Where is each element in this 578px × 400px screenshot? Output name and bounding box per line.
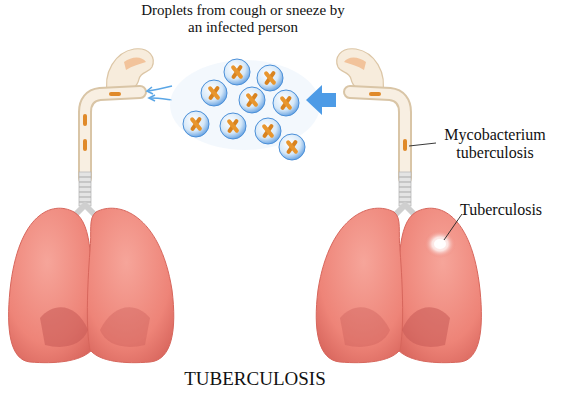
droplet-cloud: [170, 59, 320, 160]
tuberculosis-lesion: [424, 230, 456, 258]
infected-respiratory-system: [316, 49, 481, 363]
disease-label: Tuberculosis: [460, 201, 570, 219]
exhale-arrow: [306, 85, 336, 115]
leader-lines: [409, 143, 462, 240]
pathogen-label: Mycobacterium tuberculosis: [433, 126, 557, 163]
healthy-respiratory-system: [9, 49, 174, 363]
caption: TUBERCULOSIS: [130, 368, 380, 390]
droplet-label: Droplets from cough or sneeze by an infe…: [138, 2, 348, 37]
bacterium: [83, 114, 87, 126]
inhale-arrows: [147, 86, 172, 101]
